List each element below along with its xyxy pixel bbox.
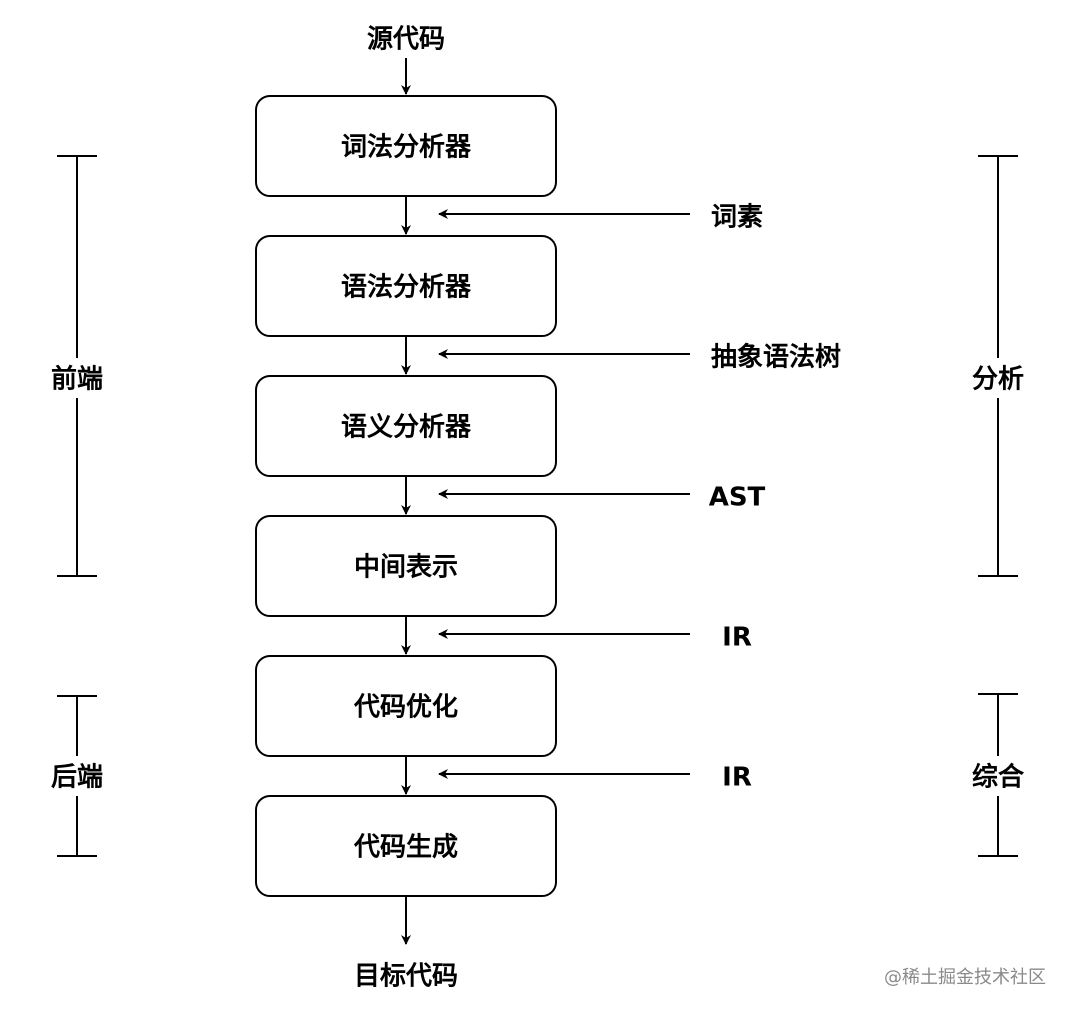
bracket-frontend: 前端 — [51, 155, 103, 577]
bracket-analysis: 分析 — [972, 155, 1024, 577]
stage-box-optimizer: 代码优化 — [255, 655, 557, 757]
input-label: 源代码 — [367, 25, 445, 55]
group-label-backend: 后端 — [51, 763, 103, 793]
watermark: @稀土掘金技术社区 — [884, 967, 1046, 988]
stage-box-parser: 语法分析器 — [255, 235, 557, 337]
stage-label: 代码生成 — [353, 833, 458, 863]
stage-label: 语法分析器 — [341, 273, 472, 303]
product-label: AST — [709, 483, 766, 513]
bracket-backend: 后端 — [51, 695, 103, 857]
stage-box-ir: 中间表示 — [255, 515, 557, 617]
stage-box-codegen: 代码生成 — [255, 795, 557, 897]
group-label-frontend: 前端 — [51, 364, 103, 395]
stage-box-semantic: 语义分析器 — [255, 375, 557, 477]
group-label-analysis: 分析 — [972, 365, 1024, 395]
bracket-synthesis: 综合 — [972, 693, 1025, 857]
stage-label: 语义分析器 — [341, 413, 472, 443]
stage-box-lexer: 词法分析器 — [255, 95, 557, 197]
stage-label: 代码优化 — [353, 693, 458, 723]
output-label: 目标代码 — [354, 962, 458, 992]
product-label: IR — [722, 763, 752, 793]
product-label: IR — [722, 623, 752, 653]
stage-label: 中间表示 — [354, 553, 458, 583]
product-label: 抽象语法树 — [711, 342, 841, 373]
stage-label: 词法分析器 — [341, 133, 472, 163]
group-label-synthesis: 综合 — [972, 762, 1025, 793]
product-label: 词素 — [711, 203, 763, 233]
